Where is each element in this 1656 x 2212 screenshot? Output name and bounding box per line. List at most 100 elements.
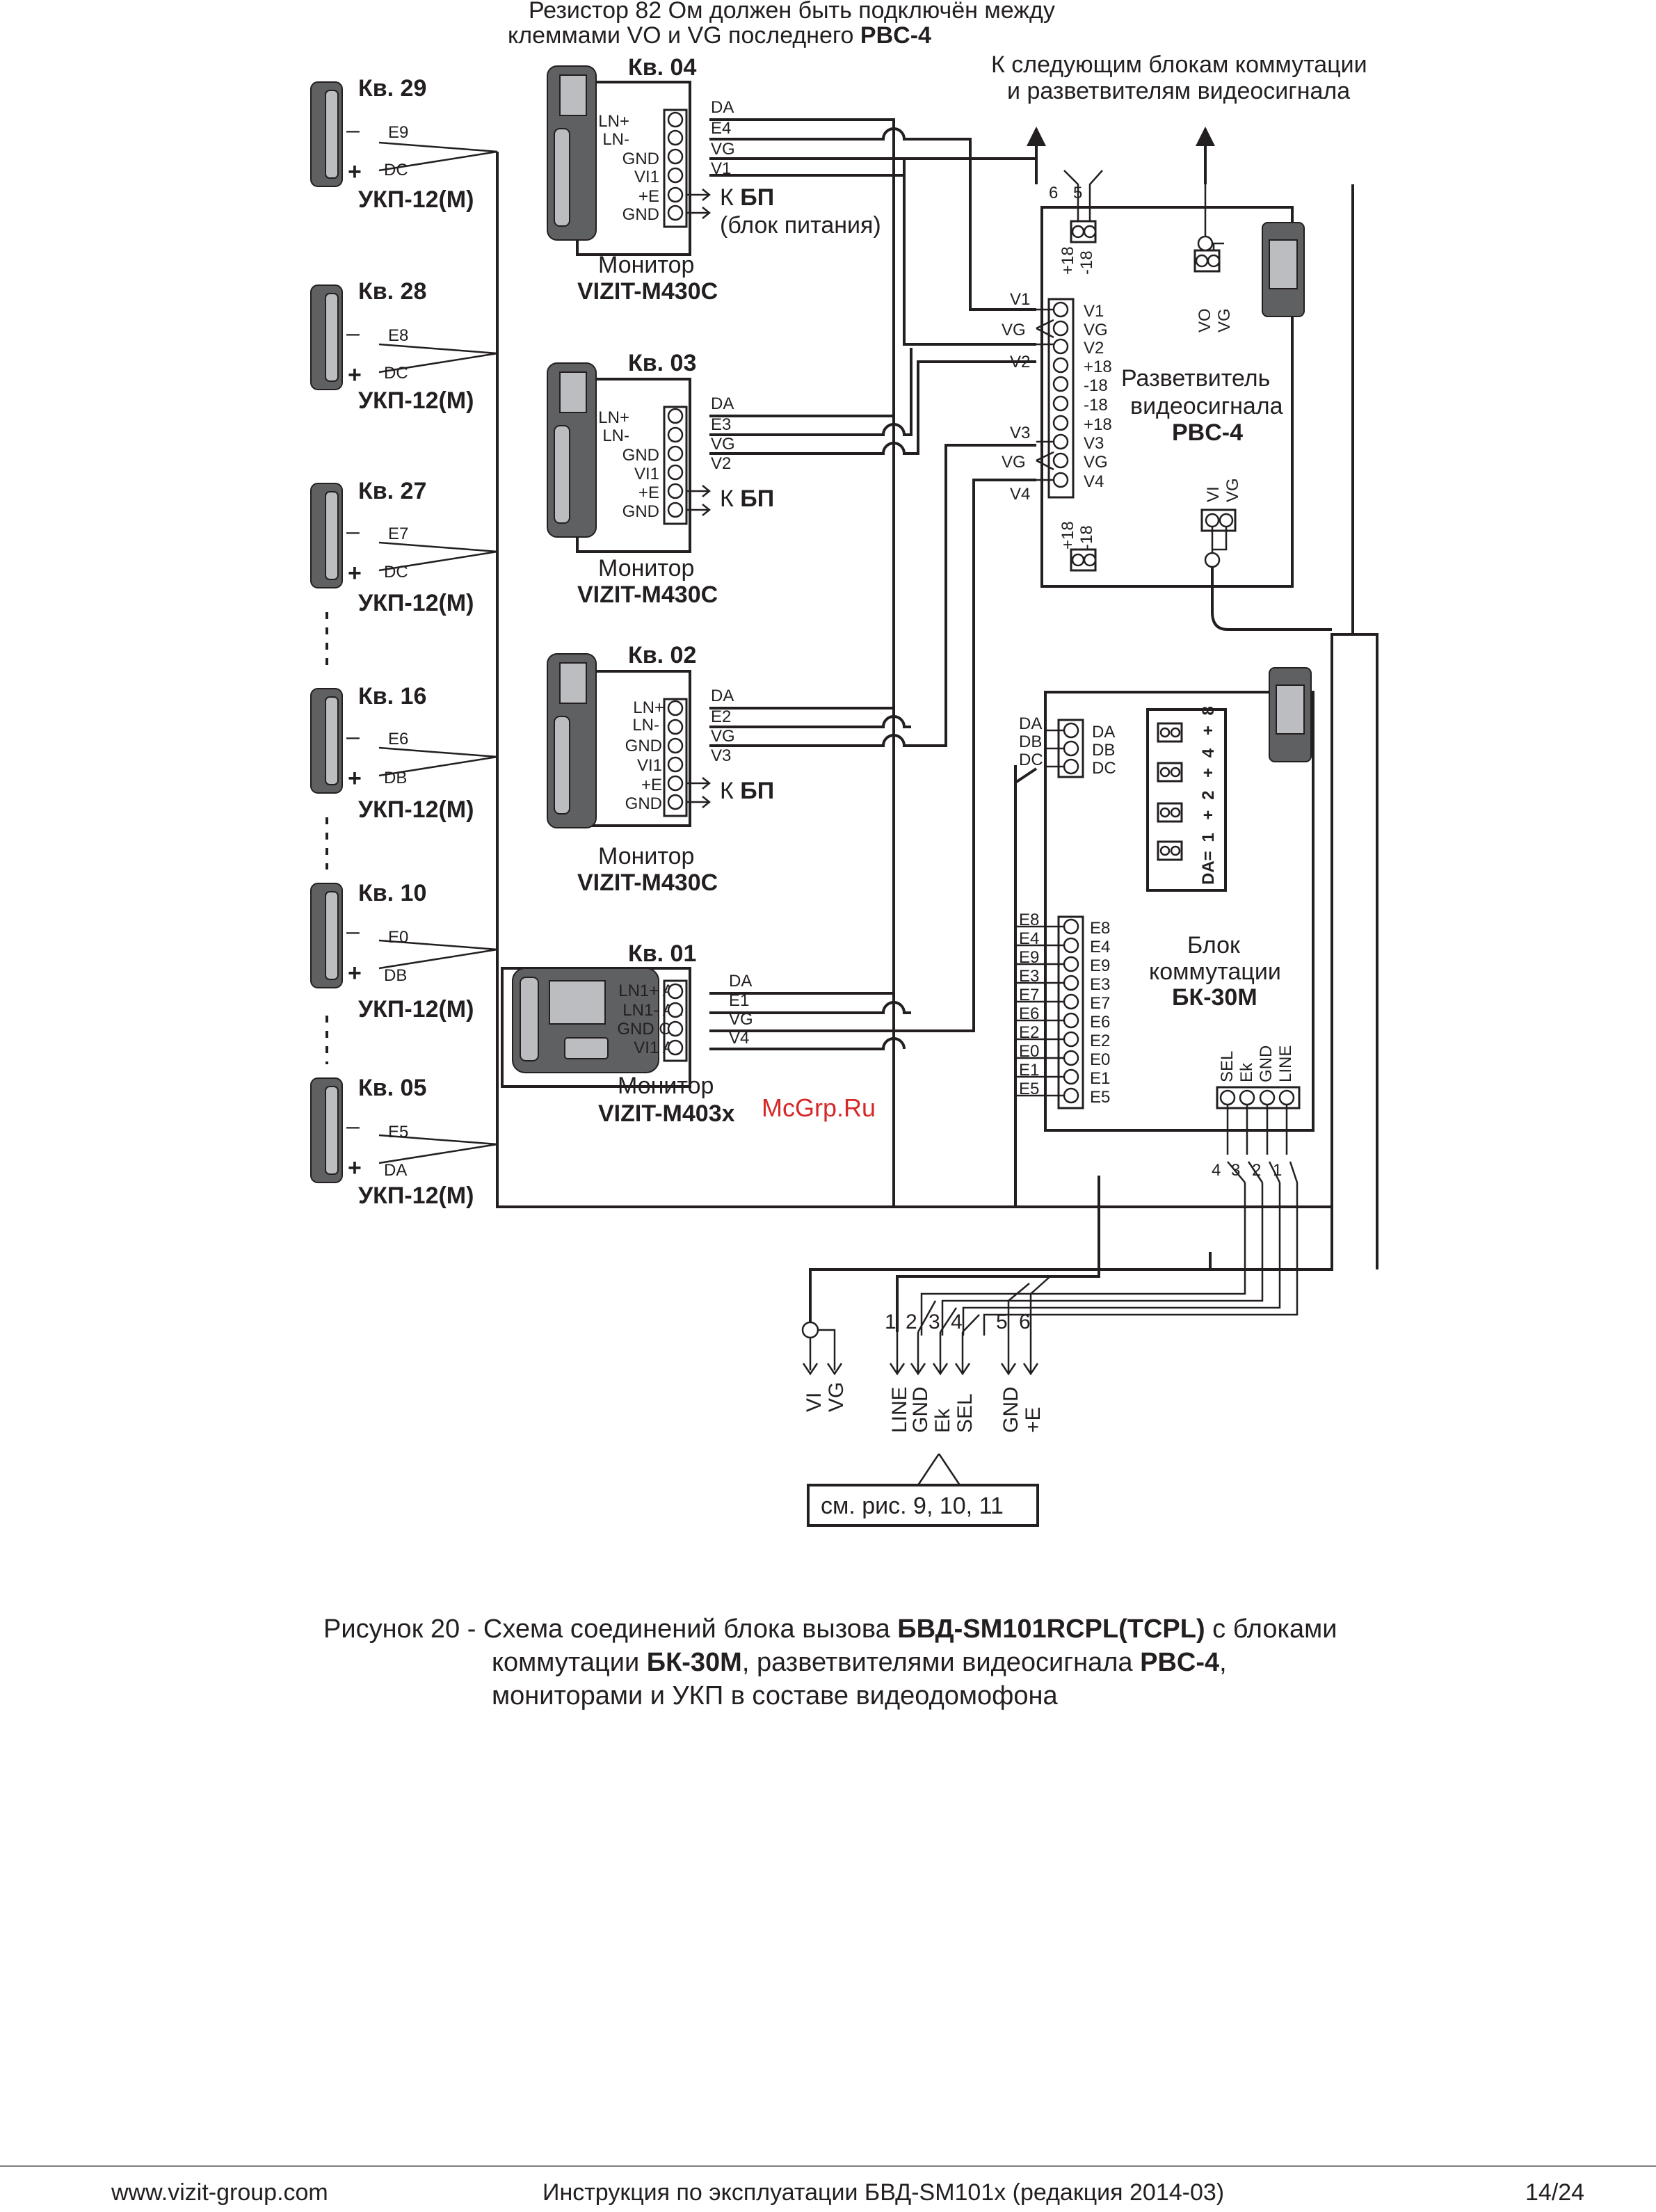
handset-model: УКП-12(М) (358, 387, 474, 414)
splitter-box (1040, 206, 1294, 588)
wire-label: VG (1002, 321, 1026, 339)
figure-caption: Рисунок 20 - Схема соединений блока вызо… (323, 1612, 1506, 1713)
term-label: VI1 (637, 756, 662, 775)
monitor-label: Монитор (618, 1073, 714, 1099)
psu-label: К БП (720, 778, 774, 804)
reference-text: см. рис. 9, 10, 11 (821, 1493, 1004, 1519)
pin-label: GND (999, 1386, 1022, 1433)
monitor-01: Кв. 01 LN1+ A2 LN1- A1 GND CC VI1 A4 DA … (501, 940, 753, 1127)
term-label: GND (622, 446, 659, 465)
handset-wire2: DC (384, 563, 408, 582)
pin-label: GND (909, 1386, 932, 1433)
plus-sign: + (348, 362, 362, 388)
term-label: E3 (1090, 975, 1110, 994)
wire-label: DA (711, 98, 734, 117)
wire-label: V1 (711, 159, 731, 178)
switch-title2: коммутации (1149, 959, 1281, 985)
term-label: E1 (1090, 1069, 1110, 1088)
term-label: GND (625, 737, 662, 755)
splitter-title1: Разветвитель (1121, 365, 1270, 392)
monitor-model: VIZIT-M430C (577, 869, 718, 896)
handset-wire2: DB (384, 769, 407, 787)
handset-05: Кв. 05 – + E5 DA УКП-12(М) (310, 1075, 474, 1209)
handset-group: Кв. 29 – + E9 DC УКП-12(М) Кв. 28 – + E8… (310, 75, 474, 1209)
plus-sign: + (348, 960, 362, 986)
wire-label: V4 (729, 1029, 749, 1048)
term-label: E8 (1090, 919, 1110, 938)
minus-sign: – (346, 117, 360, 143)
term-label: -18 (1084, 376, 1108, 395)
wire-label: V2 (1010, 353, 1030, 371)
handset-apt: Кв. 29 (358, 75, 426, 102)
monitor-label: Монитор (598, 252, 694, 278)
pin-label: VG (825, 1382, 848, 1412)
handset-10: Кв. 10 – + E0 DB УКП-12(М) (310, 880, 474, 1023)
term-label: DA (1092, 723, 1115, 742)
term-label: VI1 (634, 465, 659, 483)
wire-label: V1 (1010, 290, 1030, 309)
handset-wire1: E0 (388, 928, 408, 947)
term-label: V4 (1084, 472, 1104, 491)
splitter-title2: видеосигнала (1130, 393, 1283, 419)
minus-sign: – (346, 723, 360, 750)
jumpers (1157, 722, 1183, 861)
handset-wire2: DB (384, 966, 407, 985)
term-label: DC (1092, 759, 1116, 778)
resistor-note-line1: Резистор 82 Ом должен быть подключён меж… (529, 0, 1055, 24)
wire-label: DC (1019, 751, 1043, 769)
term-label: GND (1257, 1045, 1276, 1082)
term-num: 3 (1231, 1161, 1240, 1180)
resistor-symbol (1197, 235, 1214, 252)
handset-apt: Кв. 16 (358, 683, 426, 710)
splitter-model: PBC-4 (1172, 419, 1243, 446)
wire-label: DB (1019, 732, 1042, 751)
monitor-model: VIZIT-M430C (577, 278, 718, 305)
term-label: DB (1092, 741, 1115, 760)
wire-label: V3 (1010, 424, 1030, 442)
term-label: VI (1204, 486, 1223, 502)
term-label: -18 (1084, 396, 1108, 415)
monitor-model: VIZIT-M403x (598, 1100, 735, 1127)
minus-sign: – (346, 918, 360, 945)
term-label: LN+ (598, 408, 629, 427)
monitor-apt: Кв. 02 (628, 642, 696, 668)
handset-model: УКП-12(М) (358, 996, 474, 1023)
handset-apt: Кв. 27 (358, 478, 426, 504)
pin-label: +E (1022, 1406, 1045, 1433)
pin-num: 2 (906, 1311, 917, 1333)
monitor-03: Кв. 03 LN+ LN- GND VI1 +E GND DA E3 VG V… (547, 350, 774, 608)
term-num: 2 (1252, 1161, 1261, 1180)
pin-num: 1 (885, 1311, 897, 1333)
caption-line2: коммутации БК-30М, разветвителями видеос… (492, 1648, 1227, 1677)
wire-label: DA (711, 687, 734, 705)
monitor-terms: LN+ LN- GND VI1 +E GND (598, 112, 659, 224)
term-label: GND (622, 150, 659, 168)
pin-label: LINE (888, 1386, 911, 1433)
term-label: LN- (602, 426, 629, 445)
wire-label: E2 (711, 707, 731, 726)
reference-box (807, 1484, 1039, 1527)
pin-num: 4 (951, 1311, 963, 1333)
wire-label: E3 (711, 415, 731, 434)
handset-model: УКП-12(М) (358, 1183, 474, 1209)
monitor-label: Монитор (598, 555, 694, 582)
term-label: +18 (1059, 521, 1077, 550)
footer-page: 14/24 (1525, 2179, 1585, 2206)
term-label: GND (625, 794, 662, 813)
term-label: E6 (1090, 1013, 1110, 1032)
handset-apt: Кв. 05 (358, 1075, 426, 1101)
handset-wire1: E5 (388, 1123, 408, 1141)
plus-sign: + (348, 765, 362, 792)
wire-label: DA (729, 972, 752, 991)
monitor-apt: Кв. 01 (628, 940, 696, 967)
term-label: +18 (1084, 358, 1112, 376)
term-label: -18 (1077, 525, 1096, 550)
term-label: VG (1223, 478, 1242, 502)
plus-sign: + (348, 1155, 362, 1181)
handset-wire1: E9 (388, 123, 408, 142)
term-label: E2 (1090, 1032, 1110, 1050)
handset-model: УКП-12(М) (358, 590, 474, 616)
footer-site: www.vizit-group.com (111, 2179, 328, 2206)
handset-29: Кв. 29 – + E9 DC УКП-12(М) (310, 75, 474, 213)
